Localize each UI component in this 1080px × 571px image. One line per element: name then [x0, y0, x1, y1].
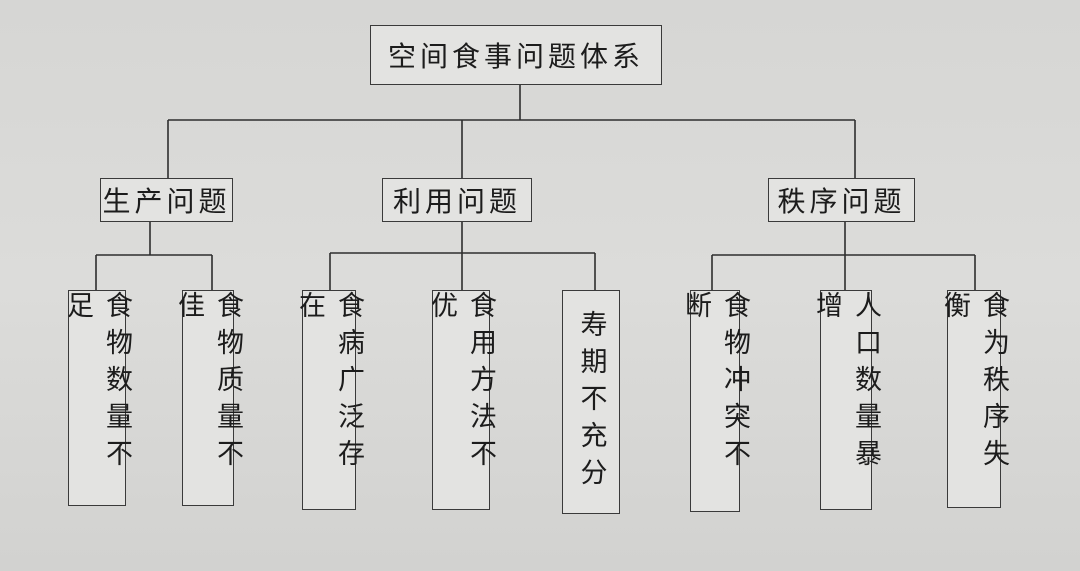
leaf-label: 人口数量暴增	[811, 291, 881, 476]
category-label: 生产问题	[102, 185, 231, 218]
category-label: 秩序问题	[777, 185, 906, 218]
leaf-node: 食用方法不优	[426, 290, 496, 510]
category-node-order: 秩序问题	[768, 178, 915, 222]
category-label: 利用问题	[392, 185, 521, 218]
leaf-label: 食物数量不足	[62, 291, 132, 476]
leaf-node: 食为秩序失衡	[939, 290, 1009, 508]
root-node: 空间食事问题体系	[370, 25, 662, 85]
leaf-node: 人口数量暴增	[811, 290, 881, 510]
leaf-label: 食用方法不优	[426, 291, 496, 476]
leaf-node: 食物冲突不断	[680, 290, 750, 512]
category-node-utilization: 利用问题	[382, 178, 532, 222]
leaf-label: 食病广泛存在	[294, 291, 364, 476]
leaf-node: 食病广泛存在	[294, 290, 364, 510]
leaf-node: 食物数量不足	[62, 290, 132, 506]
leaf-node: 食物质量不佳	[173, 290, 243, 506]
leaf-node: 寿期不充分	[562, 290, 620, 514]
leaf-label: 寿期不充分	[575, 309, 607, 495]
leaf-label: 食物质量不佳	[173, 291, 243, 476]
leaf-label: 食物冲突不断	[680, 291, 750, 476]
category-node-production: 生产问题	[100, 178, 233, 222]
leaf-label: 食为秩序失衡	[939, 291, 1009, 476]
root-label: 空间食事问题体系	[387, 40, 644, 73]
